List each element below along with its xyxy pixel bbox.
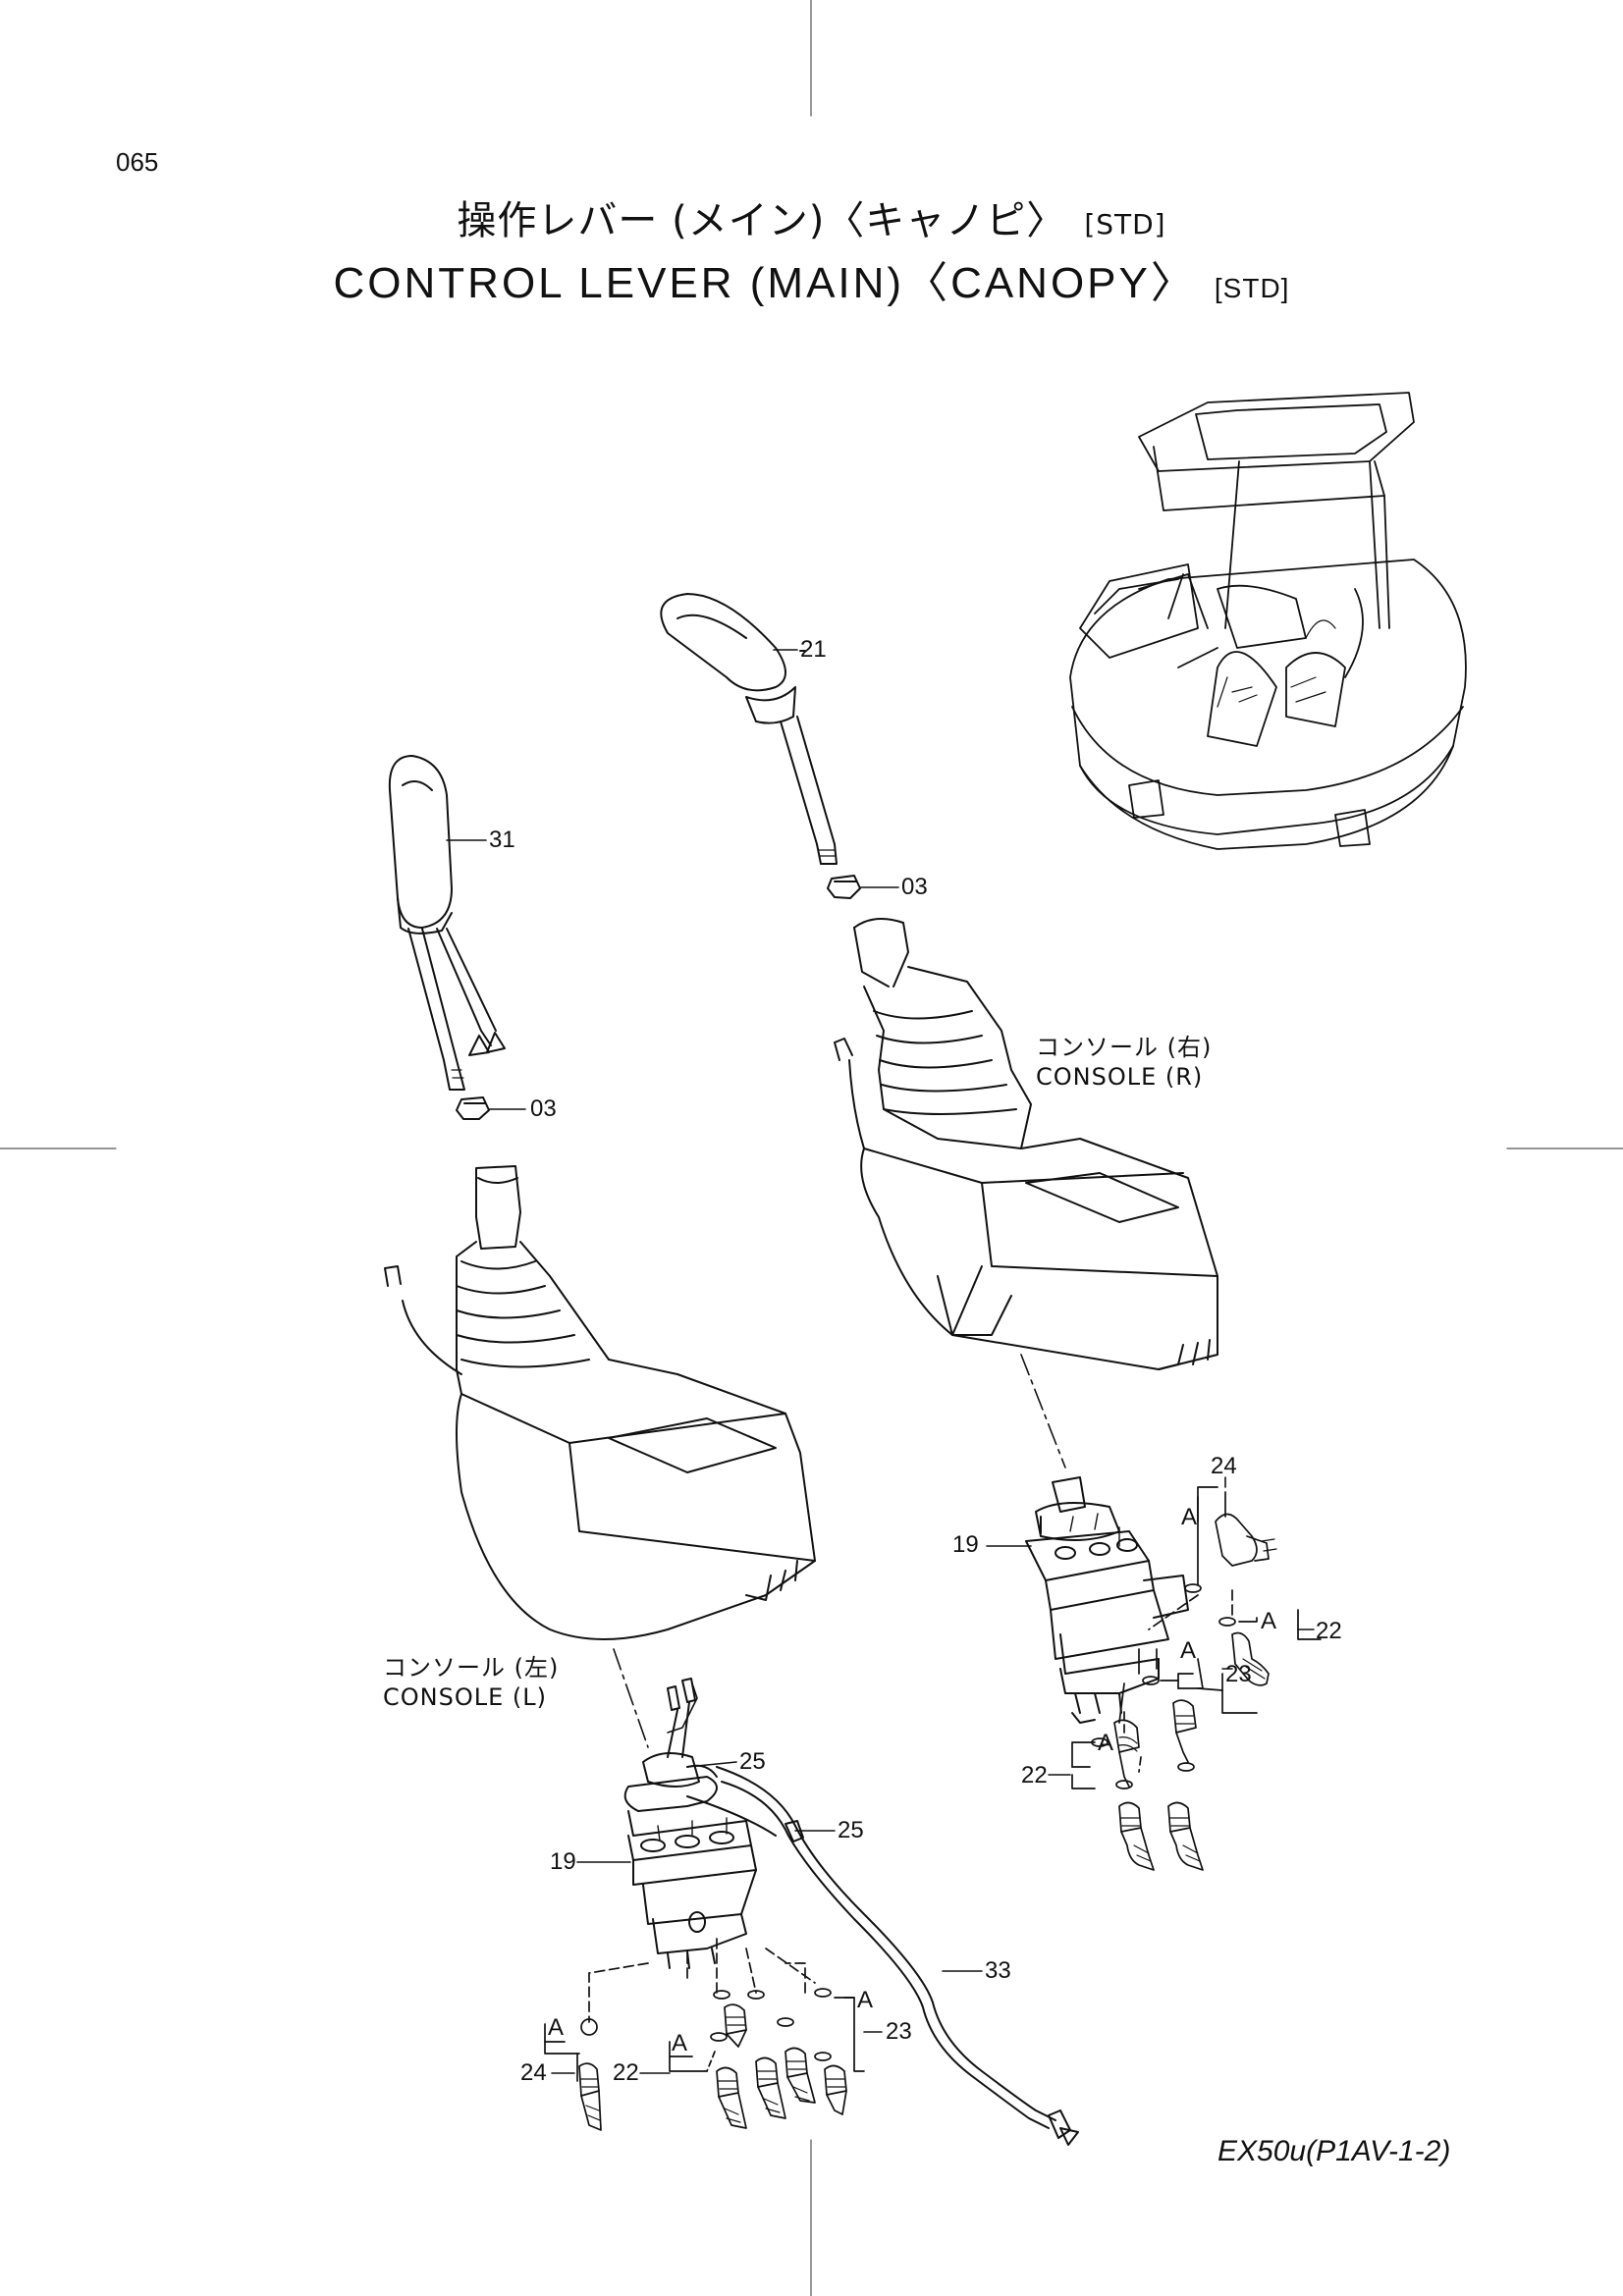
console-left-label: コンソール (左) CONSOLE (L) — [383, 1653, 559, 1712]
callout-22-left: 22 — [613, 2059, 639, 2086]
callout-03-upper: 03 — [901, 874, 928, 900]
callout-24-right: 24 — [1211, 1453, 1237, 1479]
callout-31: 31 — [489, 827, 515, 853]
callout-a-left-2: A — [672, 2030, 688, 2056]
title-japanese-main: 操作レバー (メイン)〈キャノピ〉 — [457, 198, 1067, 243]
callout-19-left: 19 — [550, 1848, 576, 1875]
callout-a-right-2: A — [1261, 1608, 1277, 1634]
page-number: 065 — [116, 147, 159, 177]
title-english-main: CONTROL LEVER (MAIN)〈CANOPY〉 — [333, 259, 1197, 307]
console-right — [835, 919, 1217, 1369]
callout-a-right-1: A — [1181, 1504, 1198, 1530]
excavator-overview-illustration — [1070, 393, 1466, 849]
console-left-en: CONSOLE (L) — [383, 1683, 547, 1711]
nut-03-upper — [828, 876, 860, 898]
nut-03-lower — [457, 1097, 489, 1119]
callout-25-upper: 25 — [739, 1748, 766, 1775]
title-japanese: 操作レバー (メイン)〈キャノピ〉 [STD] — [0, 188, 1623, 245]
callout-23-right: 23 — [1225, 1661, 1252, 1687]
title-english-std: [STD] — [1214, 273, 1290, 303]
left-fittings — [545, 1939, 864, 2130]
console-right-jp: コンソール (右) — [1036, 1034, 1213, 1061]
callout-24-left: 24 — [520, 2059, 547, 2086]
console-right-label: コンソール (右) CONSOLE (R) — [1036, 1033, 1212, 1092]
callout-22-right-bottom: 22 — [1021, 1762, 1048, 1789]
callout-03-lower: 03 — [530, 1095, 557, 1122]
console-left — [385, 1166, 815, 1639]
callout-a-right-4: A — [1098, 1730, 1114, 1756]
title-japanese-std: [STD] — [1084, 208, 1166, 240]
leader-lines — [447, 650, 1314, 2073]
lever-grip-31 — [390, 756, 505, 1090]
pilot-valve-left-19 — [614, 1649, 1078, 2145]
pilot-valve-right-19 — [1021, 1355, 1188, 1723]
console-right-en: CONSOLE (R) — [1036, 1063, 1204, 1091]
callout-25-lower: 25 — [838, 1817, 864, 1843]
callout-a-right-3: A — [1180, 1637, 1197, 1664]
model-code: EX50u(P1AV-1-2) — [1217, 2135, 1451, 2167]
callout-23-left: 23 — [886, 2018, 912, 2045]
callout-19-right: 19 — [952, 1531, 979, 1558]
callout-22-right-top: 22 — [1316, 1618, 1342, 1644]
right-fittings — [1072, 1487, 1321, 1870]
lever-grip-21 — [661, 594, 837, 864]
callout-21: 21 — [800, 636, 827, 663]
callout-a-left-1: A — [548, 2014, 565, 2041]
console-left-jp: コンソール (左) — [383, 1654, 560, 1682]
title-english: CONTROL LEVER (MAIN)〈CANOPY〉 [STD] — [0, 247, 1623, 310]
callout-a-left-3: A — [857, 1987, 874, 2013]
callout-33: 33 — [985, 1957, 1011, 1984]
